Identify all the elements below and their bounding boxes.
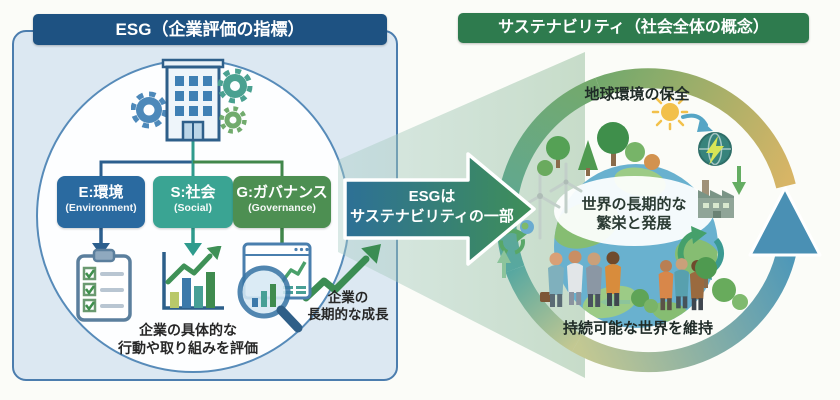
magnifier-analysis-icon bbox=[237, 242, 312, 333]
flow-arrow-caption: ESGは サステナビリティの一部 bbox=[336, 187, 528, 226]
tree-icon bbox=[537, 122, 660, 176]
sustainable-world-caption: 持続可能な世界を維持 bbox=[562, 320, 713, 337]
building-windows bbox=[175, 76, 212, 116]
esg-header-label: ESG（企業評価の指標） bbox=[115, 20, 305, 39]
flow-arrow-caption-line1: ESGは bbox=[408, 188, 456, 205]
esg-header: ESG（企業評価の指標） bbox=[33, 14, 387, 45]
gear-icon bbox=[219, 106, 247, 134]
growth-arrow-icon bbox=[302, 243, 382, 302]
esg-box-sublabel: (Governance) bbox=[248, 202, 316, 214]
esg-box-label: S:社会 bbox=[170, 184, 216, 201]
esg-box-governance: G:ガバナンス (Governance) bbox=[233, 176, 331, 228]
checklist-rows bbox=[82, 266, 124, 313]
evaluation-caption-line1: 企業の具体的な bbox=[139, 322, 237, 338]
evaluation-caption: 企業の具体的な 行動や取り組みを評価 bbox=[68, 322, 308, 357]
world-prosperity-caption: 世界の長期的な 繁栄と発展 bbox=[552, 195, 716, 233]
esg-box-label: G:ガバナンス bbox=[236, 184, 328, 201]
center-label-bubble bbox=[554, 176, 714, 246]
recycle-globe-icon bbox=[499, 220, 534, 255]
world-illustration bbox=[497, 93, 748, 328]
sustainability-header: サステナビリティ（社会全体の概念） bbox=[458, 13, 809, 43]
wind-turbine-icon bbox=[519, 162, 583, 240]
esg-box-label: E:環境 bbox=[78, 184, 124, 201]
world-prosperity-caption-line2: 繁栄と発展 bbox=[596, 215, 672, 232]
flow-arrow-caption-line2: サステナビリティの一部 bbox=[350, 207, 514, 225]
flow-curve-arrow-icon bbox=[681, 113, 713, 132]
growth-caption: 企業の 長期的な成長 bbox=[295, 289, 401, 323]
esg-connectors bbox=[99, 140, 284, 177]
evaluation-caption-line2: 行動や取り組みを評価 bbox=[118, 339, 258, 356]
sustainability-header-label: サステナビリティ（社会全体の概念） bbox=[498, 19, 769, 36]
growth-caption-line2: 長期的な成長 bbox=[307, 307, 389, 322]
factory-icon bbox=[698, 180, 734, 218]
esg-box-environment: E:環境 (Environment) bbox=[57, 176, 145, 228]
renewable-energy-icon bbox=[698, 132, 732, 166]
gear-icon bbox=[131, 91, 168, 129]
down-arrow-icon bbox=[732, 166, 746, 195]
environment-protection-caption: 地球環境の保全 bbox=[584, 86, 690, 103]
checklist-clipboard-icon bbox=[76, 248, 132, 322]
company-building-icon bbox=[131, 58, 253, 142]
growth-caption-line1: 企業の bbox=[327, 290, 369, 305]
gear-icon bbox=[217, 68, 253, 104]
flow-arrow-icon bbox=[343, 152, 536, 266]
sun-icon bbox=[651, 93, 689, 131]
tree-icon bbox=[631, 257, 748, 313]
esg-box-social: S:社会 (Social) bbox=[153, 176, 233, 228]
esg-box-sublabel: (Social) bbox=[174, 202, 212, 214]
bar-chart-icon bbox=[162, 246, 224, 310]
people-group-icon bbox=[540, 250, 621, 307]
world-prosperity-caption-line1: 世界の長期的な bbox=[581, 196, 687, 213]
cycle-arrow-icon bbox=[496, 68, 822, 373]
esg-box-sublabel: (Environment) bbox=[65, 202, 137, 214]
